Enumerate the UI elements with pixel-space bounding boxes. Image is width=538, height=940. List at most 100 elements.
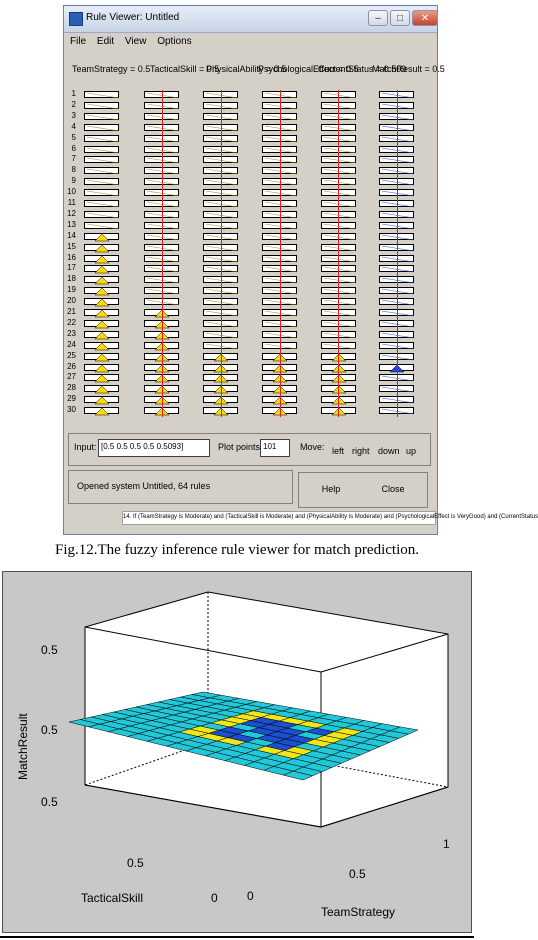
rule-number: 23	[67, 328, 76, 338]
output-membership-cell	[379, 309, 415, 317]
rule-number: 28	[67, 383, 76, 393]
maximize-button[interactable]: □	[390, 10, 410, 26]
close-window-button[interactable]: ✕	[412, 10, 438, 26]
output-membership-cell	[379, 221, 415, 230]
menu-view[interactable]: View	[124, 36, 147, 47]
input-membership-cell	[203, 276, 239, 284]
output-membership-cell	[379, 123, 415, 131]
input-membership-cell	[144, 123, 180, 131]
input-membership-cell	[262, 319, 298, 328]
input-membership-cell	[262, 145, 298, 153]
input-membership-cell	[84, 385, 119, 394]
z-tick-bottom: 0.5	[41, 795, 58, 809]
input-membership-cell	[203, 265, 239, 273]
input-membership-cell	[144, 276, 180, 284]
input-membership-cell	[203, 341, 239, 349]
rule-number: 7	[71, 154, 76, 164]
y-tick-zero: 0	[247, 889, 254, 903]
rule-number: 24	[67, 339, 76, 349]
menu-bar: File Edit View Options	[64, 33, 437, 51]
input-index-line-status[interactable]	[338, 90, 339, 417]
surface-patch	[282, 770, 314, 781]
var-physical-ability: PhysicalAbility = 0.5	[206, 64, 287, 74]
input-membership-cell	[203, 309, 239, 317]
input-membership-cell	[262, 210, 298, 219]
move-up-button[interactable]: up	[406, 446, 417, 456]
input-membership-cell	[262, 200, 298, 208]
y-axis-label: TeamStrategy	[321, 905, 395, 919]
close-button[interactable]: Close	[362, 474, 424, 504]
input-index-line-psychological[interactable]	[280, 90, 281, 417]
input-membership-cell	[262, 298, 298, 306]
rule-number: 14	[67, 230, 76, 240]
var-psychological-effect: PsychologicalEffect = 0.5	[258, 64, 359, 74]
input-membership-cell	[262, 287, 298, 295]
minimize-button[interactable]: –	[368, 10, 388, 26]
rule-number: 9	[71, 176, 76, 186]
input-membership-cell	[144, 221, 180, 230]
input-membership-cell	[262, 309, 298, 317]
input-membership-cell	[203, 287, 239, 295]
input-membership-cell	[84, 374, 119, 383]
input-membership-cell	[262, 254, 298, 262]
input-membership-cell	[203, 298, 239, 306]
input-membership-cell	[262, 134, 298, 142]
input-membership-cell	[203, 254, 239, 262]
input-membership-cell	[144, 287, 180, 295]
input-membership-cell	[203, 112, 239, 121]
figure-caption: Fig.12.The fuzzy inference rule viewer f…	[54, 542, 419, 558]
input-membership-cell	[144, 134, 180, 142]
input-membership-cell	[84, 134, 120, 142]
matlab-app-icon	[69, 12, 83, 26]
input-index-line-tactical[interactable]	[162, 90, 163, 417]
rule-text-display: 14. If (TeamStrategy is Moderate) and (T…	[122, 511, 538, 525]
rule-number: 15	[67, 241, 76, 251]
z-tick-top: 0.5	[41, 643, 58, 657]
output-membership-cell	[379, 265, 415, 273]
input-membership-cell	[84, 178, 120, 186]
input-membership-cell	[262, 276, 298, 284]
output-membership-cell	[379, 91, 415, 99]
move-left-button[interactable]: left	[332, 446, 345, 456]
output-membership-cell	[379, 189, 415, 197]
output-membership-cell	[379, 298, 415, 306]
input-membership-cell	[203, 232, 239, 240]
output-membership-cell	[379, 145, 415, 153]
rule-number: 30	[67, 405, 76, 415]
move-down-button[interactable]: down	[378, 446, 400, 456]
input-membership-cell	[84, 265, 119, 274]
y-tick-mid: 0.5	[349, 867, 366, 881]
input-vector-field[interactable]: [0.5 0.5 0.5 0.5 0.5093]	[98, 439, 210, 457]
output-membership-cell	[379, 287, 415, 295]
menu-file[interactable]: File	[70, 36, 87, 47]
help-button[interactable]: Help	[300, 474, 362, 504]
input-membership-cell	[84, 243, 119, 252]
rule-number: 5	[71, 132, 76, 142]
input-membership-cell	[84, 396, 119, 405]
rule-number: 6	[71, 143, 76, 153]
var-current-status: CurrentStatus = 0.509	[318, 64, 407, 74]
input-membership-cell	[84, 298, 119, 307]
input-membership-cell	[144, 243, 180, 251]
input-membership-cell	[144, 210, 180, 219]
input-membership-cell	[262, 101, 298, 110]
input-panel-frame	[68, 433, 431, 466]
surface-plot-panel: 0.5 0.5 0.5 0.5 0 0 0.5 1 MatchResult Ta…	[2, 571, 472, 933]
move-right-button[interactable]: right	[352, 446, 370, 456]
z-tick-mid: 0.5	[41, 723, 58, 737]
input-membership-cell	[144, 265, 180, 273]
plot-points-field[interactable]: 101	[260, 439, 290, 457]
menu-edit[interactable]: Edit	[96, 36, 115, 47]
rule-number: 18	[67, 274, 76, 284]
move-label: Move:	[300, 442, 325, 452]
input-membership-cell	[203, 189, 239, 197]
input-membership-cell	[262, 112, 298, 121]
input-membership-cell	[84, 287, 119, 296]
input-membership-cell	[144, 101, 180, 110]
menu-options[interactable]: Options	[157, 36, 192, 47]
input-index-line-physical[interactable]	[221, 90, 222, 417]
input-membership-cell	[84, 363, 119, 372]
output-membership-cell	[379, 341, 415, 349]
output-membership-cell	[379, 243, 415, 251]
input-membership-cell	[144, 112, 180, 121]
